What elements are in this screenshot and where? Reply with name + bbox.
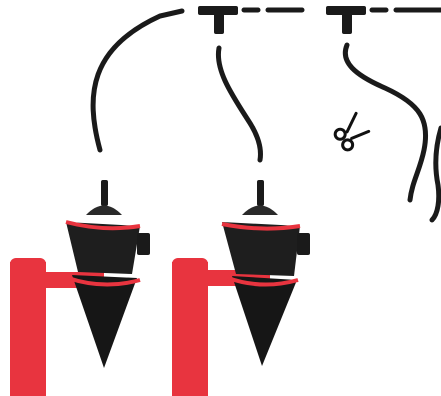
drip-emitter-icon <box>65 180 150 368</box>
main-tube-line <box>90 7 441 153</box>
branch-tubes <box>215 42 441 223</box>
stake-icon <box>172 258 270 396</box>
drip-emitter-icon <box>221 180 310 366</box>
branch-tube-cut-end <box>342 42 429 203</box>
t-connector-icon <box>326 6 366 34</box>
stake-icon <box>10 258 104 396</box>
branch-tube <box>215 45 263 163</box>
scissors-icon <box>333 111 371 152</box>
t-connector-icon <box>198 6 238 34</box>
branch-tube-hang <box>429 125 441 223</box>
tube-arc-left <box>90 8 185 153</box>
